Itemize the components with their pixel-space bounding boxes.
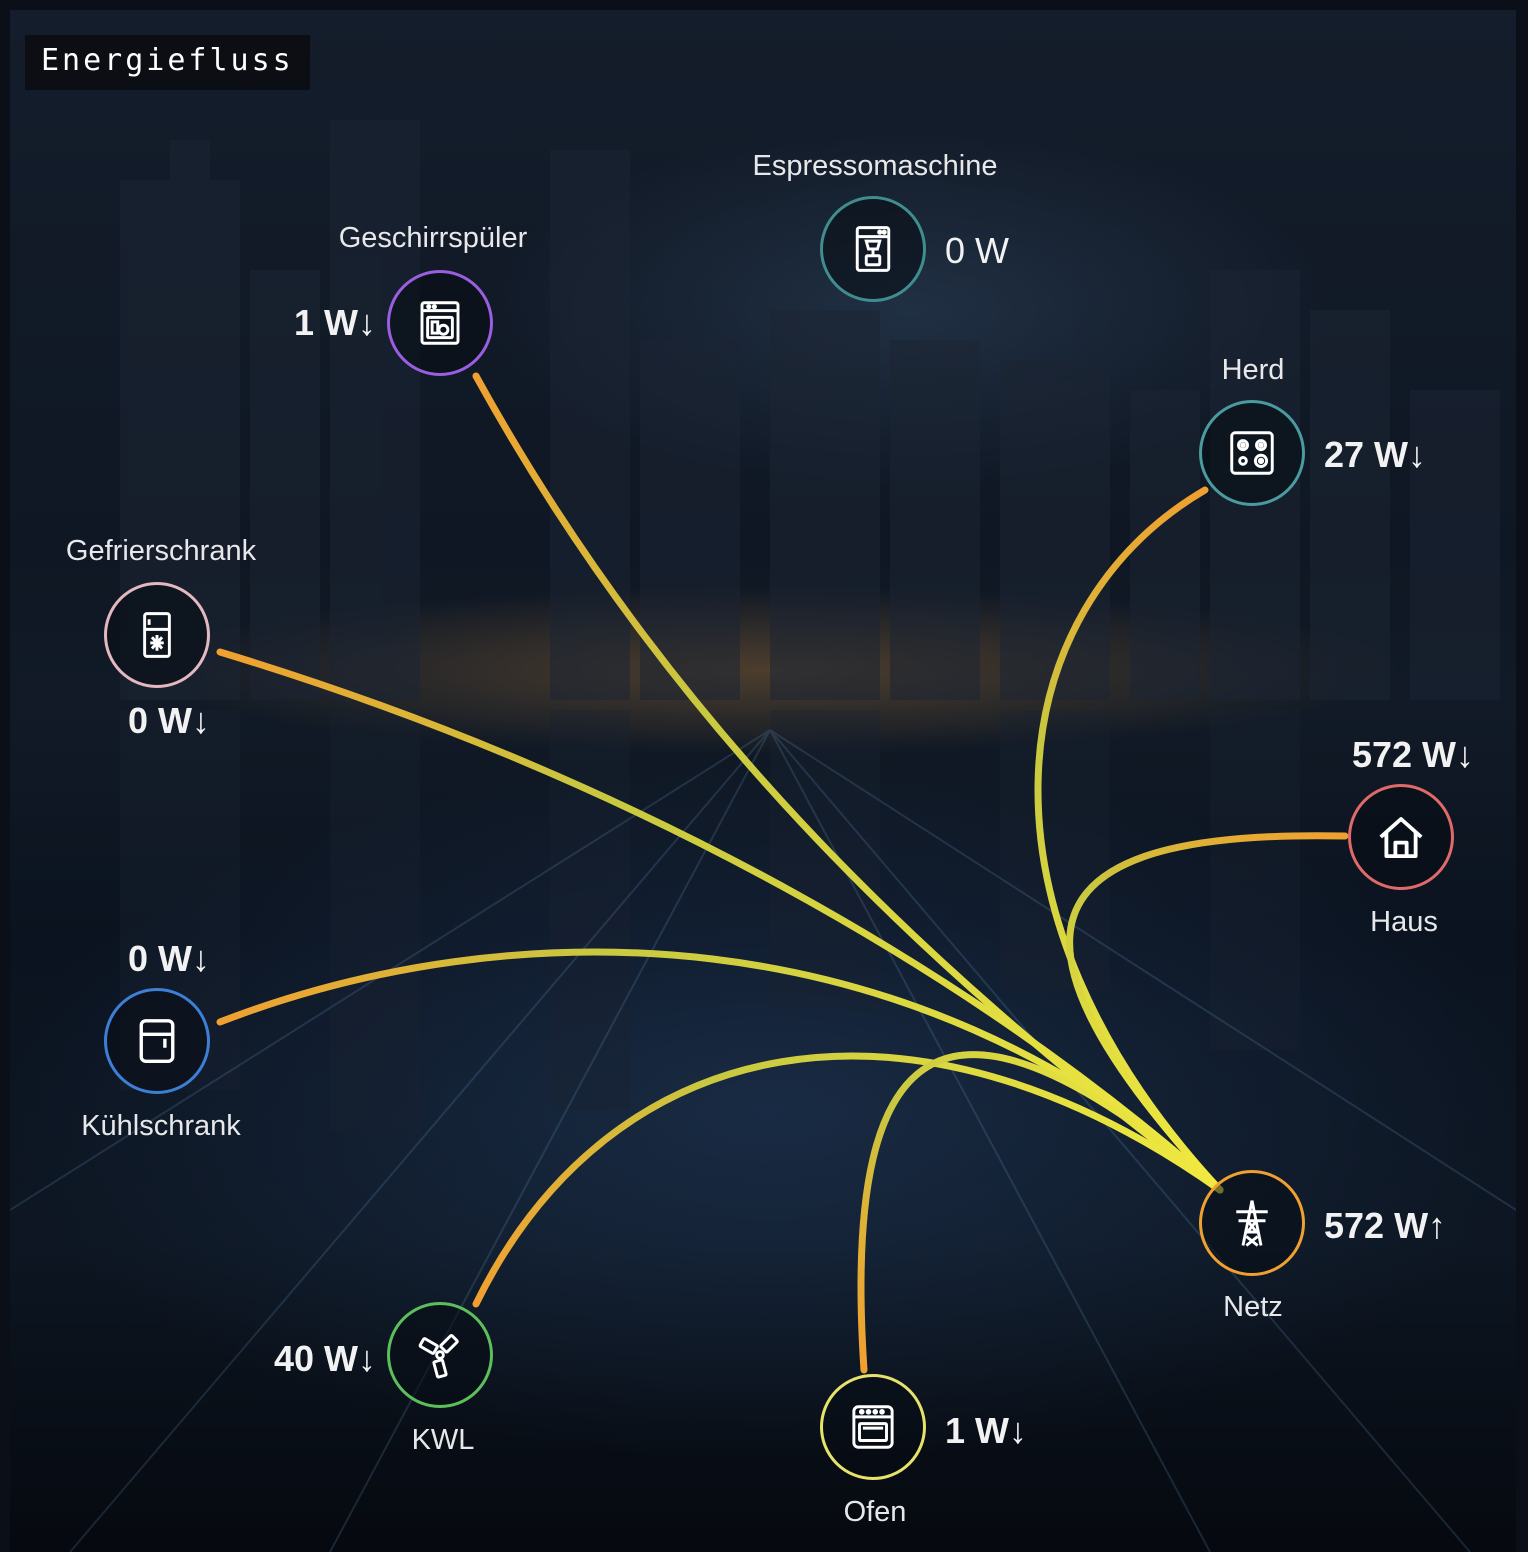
- herd-node[interactable]: [1199, 400, 1305, 506]
- oven-icon: [852, 1405, 894, 1449]
- haus-label: Haus: [1370, 906, 1438, 938]
- flow-line-kwl: [472, 1052, 1224, 1308]
- transmission-tower-icon: [1236, 1200, 1268, 1247]
- ofen-label: Ofen: [843, 1496, 907, 1528]
- freezer-icon: [143, 612, 171, 658]
- espressomaschine-node[interactable]: [820, 196, 926, 302]
- flow-line-kuehlschrank: [216, 948, 1224, 1194]
- fan-icon: [418, 1334, 459, 1379]
- card-title: Energiefluss: [25, 35, 310, 90]
- kwl-node[interactable]: [387, 1302, 493, 1408]
- energy-flow-card: Energiefluss Geschirrspüler 1 W↓ Espress…: [10, 10, 1516, 1552]
- geschirrspueler-label: Geschirrspüler: [338, 222, 528, 254]
- haus-power: 572 W↓: [1351, 734, 1475, 775]
- herd-power: 27 W↓: [1324, 434, 1427, 475]
- flow-line-herd: [1034, 486, 1224, 1194]
- ofen-node[interactable]: [820, 1374, 926, 1480]
- netz-label: Netz: [1223, 1291, 1283, 1323]
- geschirrspueler-power: 1 W↓: [293, 302, 376, 343]
- espressomaschine-power: 0 W: [945, 230, 1010, 271]
- espressomaschine-label: Espressomaschine: [752, 150, 998, 182]
- kuehlschrank-power: 0 W↓: [127, 938, 211, 979]
- dishwasher-icon: [420, 301, 460, 345]
- herd-label: Herd: [1221, 354, 1285, 386]
- geschirrspueler-node[interactable]: [387, 270, 493, 376]
- haus-node[interactable]: [1348, 784, 1454, 890]
- stove-icon: [1230, 431, 1274, 475]
- gefrierschrank-node[interactable]: [104, 582, 210, 688]
- kuehlschrank-label: Kühlschrank: [81, 1110, 241, 1142]
- ofen-power: 1 W↓: [945, 1410, 1028, 1451]
- gefrierschrank-label: Gefrierschrank: [65, 535, 257, 567]
- netz-power: 572 W↑: [1324, 1205, 1447, 1246]
- coffee-maker-icon: [855, 226, 891, 272]
- netz-node[interactable]: [1199, 1170, 1305, 1276]
- flow-line-haus: [1066, 832, 1349, 1194]
- kwl-power: 40 W↓: [273, 1338, 376, 1379]
- flow-line-geschirrspueler: [472, 372, 1224, 1194]
- kwl-label: KWL: [411, 1424, 475, 1456]
- city-skyline-background: [10, 120, 1516, 1552]
- kuehlschrank-node[interactable]: [104, 988, 210, 1094]
- energy-flow-lines: [216, 372, 1349, 1374]
- fridge-icon: [139, 1019, 175, 1063]
- flow-line-ofen: [857, 1051, 1224, 1374]
- gefrierschrank-power: 0 W↓: [127, 700, 211, 741]
- flow-line-gefrierschrank: [216, 648, 1224, 1194]
- home-icon: [1379, 817, 1423, 859]
